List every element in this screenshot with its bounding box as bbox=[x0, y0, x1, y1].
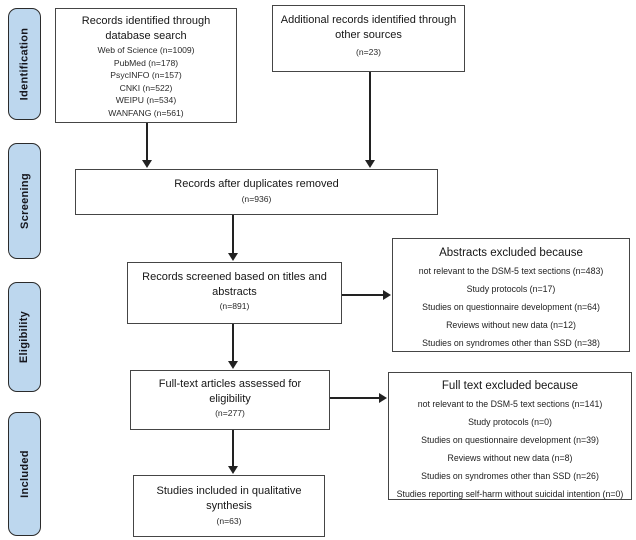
abstracts-excluded-reason: Studies on syndromes other than SSD (n=3… bbox=[422, 338, 600, 348]
fulltext-excluded-reason: Studies on questionnaire development (n=… bbox=[421, 435, 599, 445]
arrow-othersources-to-duplicates bbox=[369, 72, 371, 161]
stage-included-label: Included bbox=[18, 450, 31, 498]
box-duplicates-removed: Records after duplicates removed (n=936) bbox=[75, 169, 438, 215]
abstracts-excluded-reason: Reviews without new data (n=12) bbox=[446, 320, 576, 330]
duplicates-removed-count: (n=936) bbox=[241, 194, 272, 204]
fulltext-assessed-count: (n=277) bbox=[215, 408, 245, 418]
arrow-fulltext-to-included bbox=[232, 430, 234, 467]
included-line-1: Studies included in qualitative bbox=[156, 485, 302, 497]
box-abstracts-excluded: Abstracts excluded because not relevant … bbox=[392, 238, 630, 352]
screened-line-2: abstracts bbox=[212, 286, 257, 298]
stage-screening: Screening bbox=[8, 143, 41, 259]
fulltext-assessed-line-2: eligibility bbox=[209, 393, 251, 405]
other-sources-line-2: other sources bbox=[335, 29, 402, 41]
abstracts-excluded-title: Abstracts excluded because bbox=[439, 247, 583, 259]
abstracts-excluded-reason: Studies on questionnaire development (n=… bbox=[422, 302, 600, 312]
box-fulltext-assessed: Full-text articles assessed for eligibil… bbox=[130, 370, 330, 430]
box-screened: Records screened based on titles and abs… bbox=[127, 262, 342, 324]
fulltext-excluded-reason: Studies on syndromes other than SSD (n=2… bbox=[421, 471, 599, 481]
arrow-fulltext-to-fulltext-excluded bbox=[330, 397, 380, 399]
db-search-source: WEIPU (n=534) bbox=[115, 95, 177, 106]
fulltext-excluded-reason: Study protocols (n=0) bbox=[468, 417, 552, 427]
included-line-2: synthesis bbox=[206, 500, 252, 512]
box-other-sources: Additional records identified through ot… bbox=[272, 5, 465, 72]
fulltext-assessed-line-1: Full-text articles assessed for bbox=[158, 378, 302, 390]
abstracts-excluded-reason: not relevant to the DSM-5 text sections … bbox=[418, 266, 604, 276]
db-search-source: PubMed (n=178) bbox=[113, 57, 179, 68]
arrow-screened-to-fulltext bbox=[232, 324, 234, 362]
other-sources-count: (n=23) bbox=[355, 47, 382, 57]
db-search-title-2: database search bbox=[105, 30, 187, 42]
db-search-source: Web of Science (n=1009) bbox=[97, 45, 195, 55]
fulltext-excluded-title: Full text excluded because bbox=[441, 380, 579, 392]
abstracts-excluded-reason: Study protocols (n=17) bbox=[466, 284, 556, 294]
arrow-dbsearch-to-duplicates bbox=[146, 123, 148, 161]
fulltext-excluded-reason: not relevant to the DSM-5 text sections … bbox=[417, 399, 603, 409]
stage-identification-label: Identification bbox=[18, 27, 31, 101]
stage-eligibility-label: Eligibility bbox=[18, 310, 31, 364]
db-search-source: CNKI (n=522) bbox=[119, 82, 173, 93]
db-search-source: PsycINFO (n=157) bbox=[110, 70, 182, 81]
screened-line-1: Records screened based on titles and bbox=[142, 271, 327, 283]
db-search-source: WANFANG (n=561) bbox=[108, 107, 184, 118]
box-fulltext-excluded: Full text excluded because not relevant … bbox=[388, 372, 632, 500]
box-database-search: Records identified through database sear… bbox=[55, 8, 237, 123]
stage-eligibility: Eligibility bbox=[8, 282, 41, 392]
included-count: (n=63) bbox=[216, 516, 242, 526]
duplicates-removed-line: Records after duplicates removed bbox=[174, 178, 339, 190]
db-search-title-1: Records identified through bbox=[81, 15, 211, 27]
stage-screening-label: Screening bbox=[18, 173, 31, 229]
arrow-screened-to-abstracts-excluded bbox=[342, 294, 384, 296]
fulltext-excluded-reason: Studies reporting self-harm without suic… bbox=[396, 489, 624, 499]
stage-identification: Identification bbox=[8, 8, 41, 120]
fulltext-excluded-reason: Reviews without new data (n=8) bbox=[447, 453, 573, 463]
screened-count: (n=891) bbox=[219, 301, 250, 311]
other-sources-line-1: Additional records identified through bbox=[280, 14, 457, 26]
box-included: Studies included in qualitative synthesi… bbox=[133, 475, 325, 537]
stage-included: Included bbox=[8, 412, 41, 536]
arrow-duplicates-to-screened bbox=[232, 215, 234, 254]
